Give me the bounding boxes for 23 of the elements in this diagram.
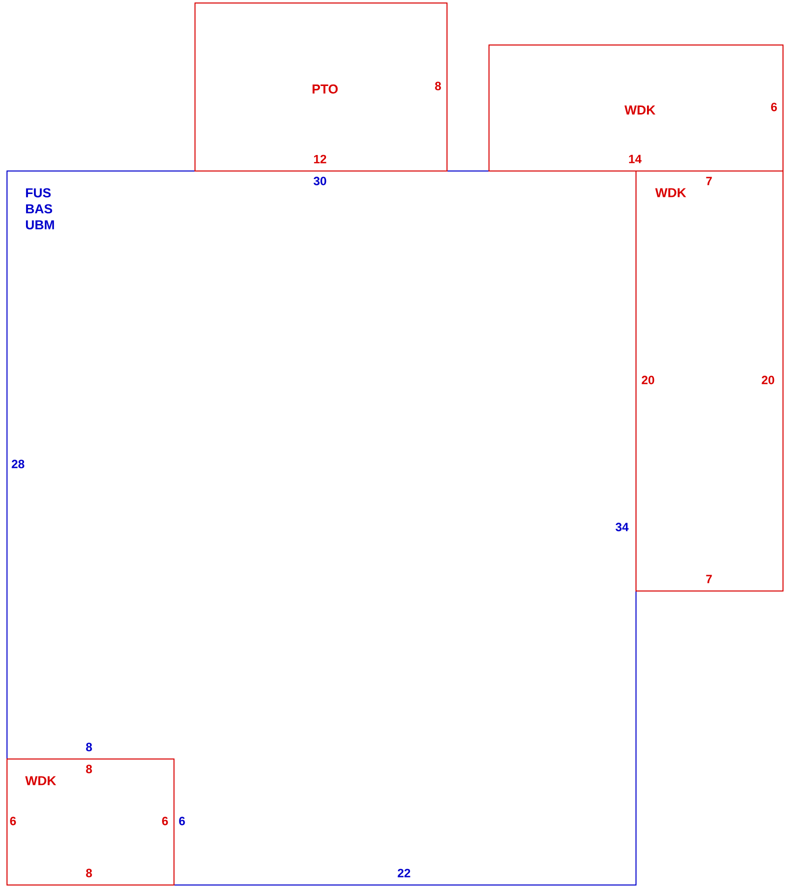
dimension-label: 6 [771,102,777,112]
dimension-label: 6 [162,816,168,826]
dimension-label: 6 [179,816,185,826]
room-label: WDK [25,776,56,786]
dimension-label: 7 [706,574,712,584]
dimension-label: 12 [314,154,326,164]
room-label: WDK [624,106,656,114]
dimension-label: 8 [86,742,92,752]
dimension-label: 20 [642,376,654,384]
dimension-label: 8 [86,868,92,878]
room-label: PTO [312,84,338,94]
room-label: WDK [655,188,686,198]
room-label: FUS BAS UBM [26,188,54,230]
dimension-label: 14 [629,154,642,164]
dimension-label: 34 [616,522,629,532]
dimension-label: 28 [12,460,24,468]
dimension-label: 6 [10,816,16,826]
dimension-label: 30 [314,176,326,186]
dimension-label: 7 [706,176,712,186]
dimension-label: 8 [86,764,92,774]
dimension-label: 22 [398,868,410,878]
dimension-label: 8 [435,82,441,90]
dimension-label: 20 [762,376,774,384]
